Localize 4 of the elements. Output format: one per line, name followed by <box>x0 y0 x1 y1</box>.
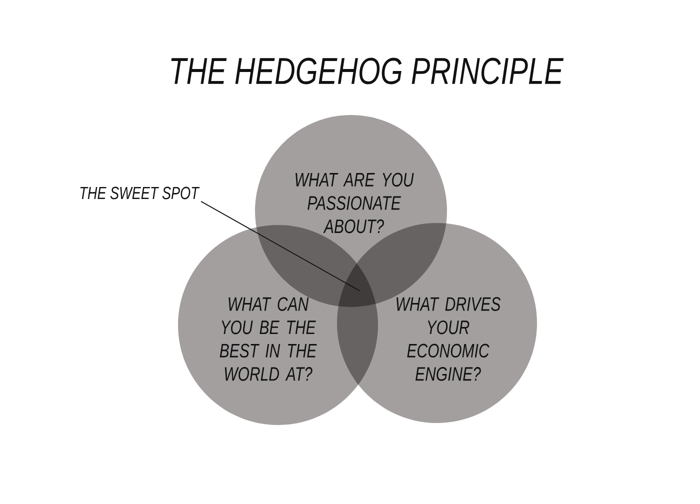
leader-line <box>200 200 360 292</box>
callout-label: THE SWEET SPOT <box>80 186 200 200</box>
title: THE HEDGEHOG PRINCIPLE <box>171 58 564 84</box>
overlap-region <box>338 263 376 307</box>
